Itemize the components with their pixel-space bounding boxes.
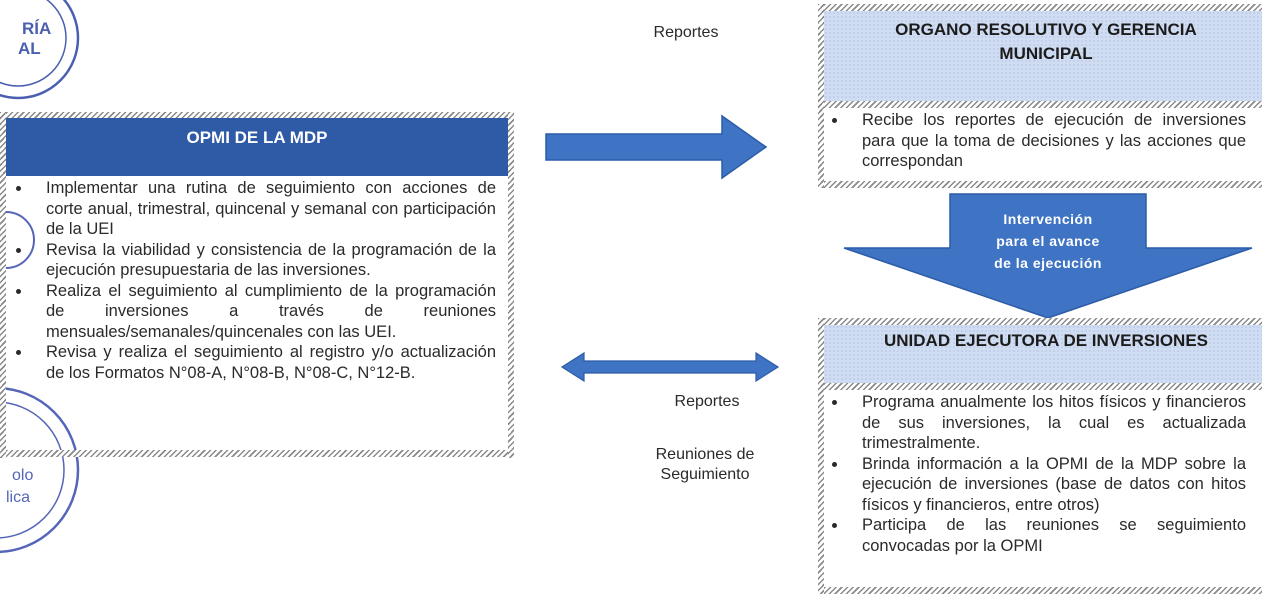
list-item: Realiza el seguimiento al cumplimiento d… [10, 281, 496, 343]
down-arrow-text: Intervención para el avance de la ejecuc… [950, 208, 1146, 272]
reportes-label-top: Reportes [653, 24, 719, 41]
list-item: Participa de las reuniones se seguimient… [826, 515, 1246, 556]
svg-text:AL: AL [18, 39, 41, 58]
opmi-header: OPMI DE LA MDP [6, 118, 508, 176]
svg-text:RÍA: RÍA [22, 19, 51, 38]
unidad-title: UNIDAD EJECUTORA DE INVERSIONES [884, 331, 1208, 350]
opmi-box: OPMI DE LA MDP Implementar una rutina de… [0, 112, 514, 458]
unidad-list: Programa anualmente los hitos físicos y … [826, 392, 1246, 556]
opmi-top-border [6, 112, 508, 119]
organo-title-line2: MUNICIPAL [999, 44, 1093, 63]
svg-text:lica: lica [6, 489, 30, 506]
down-arrow-line3: de la ejecución [994, 255, 1102, 271]
opmi-list: Implementar una rutina de seguimiento co… [10, 178, 496, 383]
down-arrow-icon [843, 193, 1253, 319]
organo-bottom-border [824, 181, 1262, 188]
down-arrow-line2: para el avance [996, 233, 1100, 249]
organo-box: ORGANO RESOLUTIVO Y GERENCIA MUNICIPAL R… [818, 4, 1262, 188]
right-arrow-icon [545, 114, 768, 180]
unidad-bottom-border [824, 587, 1262, 594]
organo-header: ORGANO RESOLUTIVO Y GERENCIA MUNICIPAL [824, 11, 1262, 101]
organo-title-line1: ORGANO RESOLUTIVO Y GERENCIA [895, 20, 1197, 39]
list-item: Programa anualmente los hitos físicos y … [826, 392, 1246, 454]
svg-text:olo: olo [12, 467, 33, 484]
list-item: Revisa y realiza el seguimiento al regis… [10, 342, 496, 383]
opmi-bottom-border [6, 450, 508, 457]
unidad-box: UNIDAD EJECUTORA DE INVERSIONES Programa… [818, 318, 1262, 594]
organo-list: Recibe los reportes de ejecución de inve… [826, 110, 1246, 172]
unidad-header: UNIDAD EJECUTORA DE INVERSIONES [824, 325, 1262, 383]
opmi-title: OPMI DE LA MDP [186, 128, 328, 147]
reuniones-label-line2: Seguimiento [660, 466, 750, 483]
list-item: Brinda información a la OPMI de la MDP s… [826, 454, 1246, 516]
reportes-label-bottom: Reportes [674, 393, 740, 410]
organo-top-border [824, 4, 1262, 11]
unidad-mid-border [824, 383, 1262, 390]
down-arrow-line1: Intervención [1003, 211, 1093, 227]
list-item: Implementar una rutina de seguimiento co… [10, 178, 496, 240]
double-arrow-icon [560, 351, 780, 383]
unidad-top-border [824, 318, 1262, 325]
reuniones-label-line1: Reuniones de [655, 446, 755, 463]
organo-mid-border [824, 101, 1262, 108]
stamp-seal-top: RÍA AL [0, 0, 80, 100]
list-item: Revisa la viabilidad y consistencia de l… [10, 240, 496, 281]
list-item: Recibe los reportes de ejecución de inve… [826, 110, 1246, 172]
